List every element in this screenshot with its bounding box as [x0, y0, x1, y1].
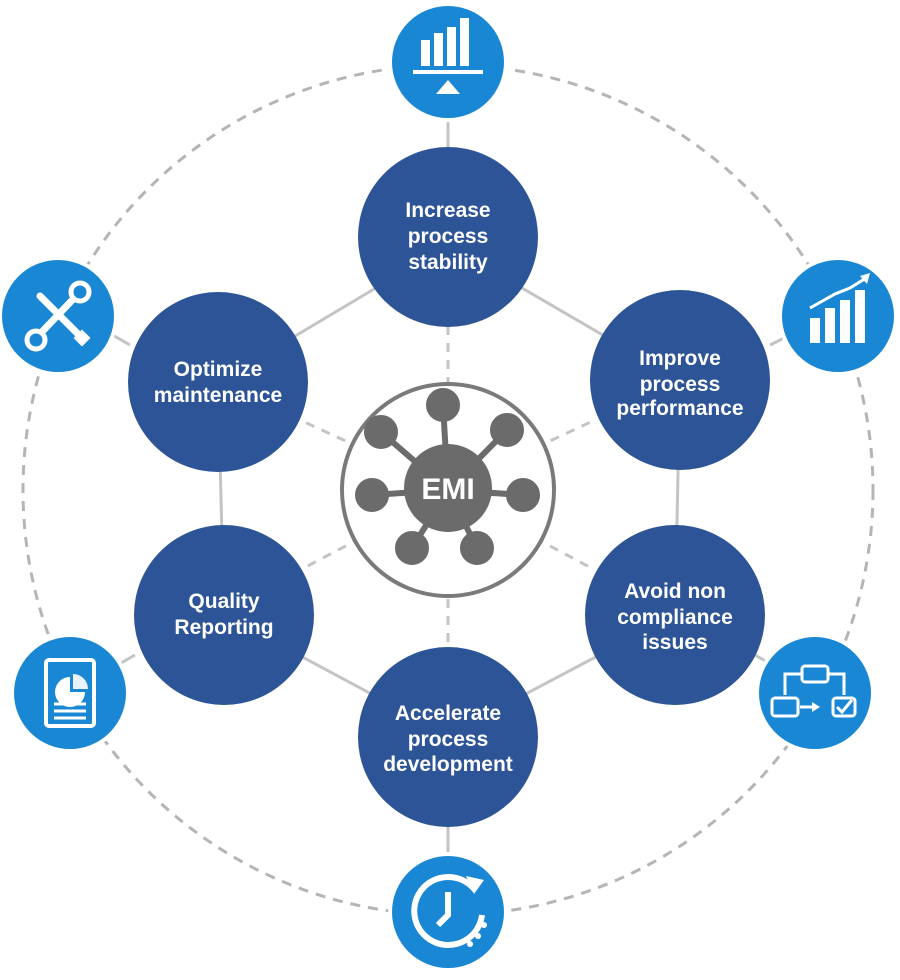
node-accelerate-development: Accelerate process development	[358, 647, 538, 827]
node-line: Quality	[188, 590, 260, 613]
node-line: compliance	[617, 606, 733, 629]
workflow-check-icon	[755, 633, 875, 753]
node-line: Reporting	[174, 616, 273, 639]
node-line: Improve	[639, 347, 721, 370]
growth-chart-icon	[778, 256, 898, 376]
node-line: performance	[616, 397, 743, 420]
node-line: development	[383, 753, 513, 776]
node-line: Accelerate	[395, 702, 501, 725]
node-line: Avoid non	[624, 580, 726, 603]
clock-refresh-icon	[388, 852, 508, 972]
node-line: maintenance	[154, 384, 282, 407]
node-increase-stability: Increase process stability	[358, 147, 538, 327]
hub-label: EMI	[421, 473, 474, 506]
tools-icon	[0, 256, 118, 376]
node-optimize-maintenance: Optimize maintenance	[128, 292, 308, 472]
node-line: process	[408, 728, 489, 751]
node-avoid-non-compliance: Avoid non compliance issues	[585, 525, 765, 705]
node-line: stability	[408, 251, 488, 274]
hub-spokes	[299, 325, 596, 650]
node-line: process	[408, 225, 489, 248]
network-icon	[355, 388, 540, 565]
node-line: issues	[642, 631, 707, 654]
balance-chart-icon	[388, 2, 508, 122]
report-document-icon	[10, 633, 130, 753]
node-line: process	[640, 373, 721, 396]
emi-hub: EMI	[340, 382, 556, 598]
node-quality-reporting: Quality Reporting	[134, 525, 314, 705]
node-line: Optimize	[174, 358, 263, 381]
node-line: Increase	[405, 199, 490, 222]
node-improve-performance: Improve process performance	[590, 290, 770, 470]
